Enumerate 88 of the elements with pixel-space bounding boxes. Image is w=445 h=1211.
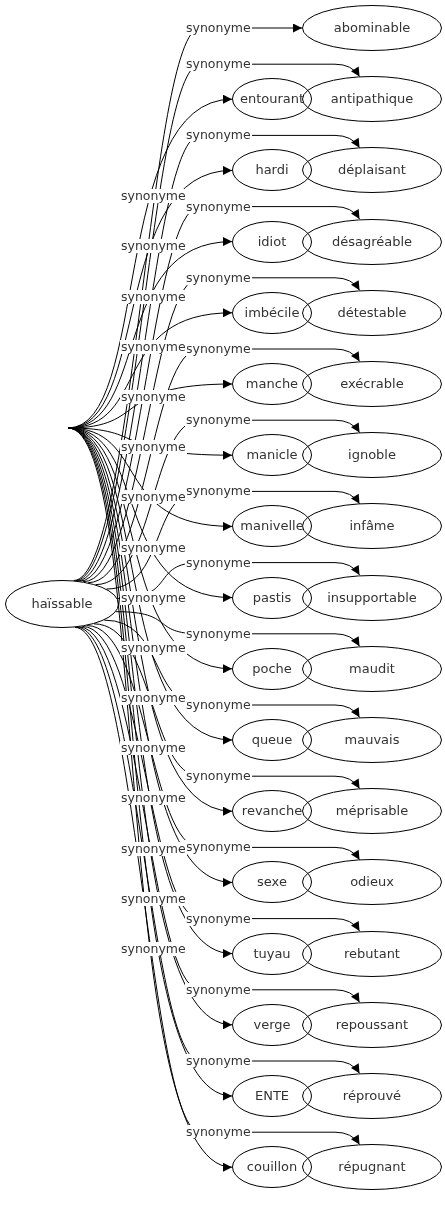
edge-label: synonyme — [185, 911, 252, 926]
node-label: réprouvé — [342, 1088, 402, 1104]
word-ellipse — [232, 220, 312, 263]
word-ellipse — [232, 647, 312, 690]
edge-label: synonyme — [120, 339, 187, 354]
word-ellipse — [302, 503, 442, 550]
node-label: hardi — [255, 162, 289, 179]
node-label: manivelle — [240, 518, 304, 535]
edge-label: synonyme — [120, 941, 187, 956]
word-ellipse — [302, 717, 442, 763]
word-ellipse — [302, 76, 442, 123]
node-label: tuyau — [253, 945, 291, 962]
node-label: haïssable — [31, 596, 93, 612]
edge-label: synonyme — [185, 840, 252, 855]
word-ellipse — [302, 1073, 442, 1119]
edge-label: synonyme — [120, 590, 187, 605]
edge-label: synonyme — [120, 741, 187, 756]
node-label: sexe — [257, 874, 287, 891]
word-ellipse — [232, 1075, 312, 1117]
node-label: queue — [251, 732, 293, 748]
node-label: repoussant — [335, 1016, 409, 1033]
node-label: mauvais — [344, 732, 400, 748]
edge-label: synonyme — [120, 841, 187, 856]
edge-label: synonyme — [185, 982, 252, 997]
word-ellipse — [232, 434, 312, 477]
node-label: méprisable — [335, 803, 409, 820]
node-label: ENTE — [254, 1088, 290, 1104]
word-ellipse — [302, 218, 442, 265]
node-label: rebutant — [344, 945, 400, 962]
node-label: désagréable — [331, 233, 413, 250]
edge-label: synonyme — [120, 289, 187, 304]
node-label: détestable — [337, 304, 407, 321]
word-ellipse — [302, 859, 442, 906]
word-ellipse — [302, 5, 442, 51]
node-label: antipathique — [330, 91, 414, 108]
word-ellipse — [302, 1144, 442, 1191]
word-ellipse — [5, 580, 119, 628]
word-ellipse — [302, 1001, 442, 1048]
edge-label: synonyme — [120, 390, 187, 404]
edge-label: synonyme — [185, 1054, 252, 1068]
node-label: exécrable — [340, 376, 404, 392]
word-ellipse — [302, 289, 442, 336]
edge-label: synonyme — [120, 440, 187, 455]
word-ellipse — [232, 1146, 312, 1189]
node-label: maudit — [349, 660, 395, 677]
node-label: abominable — [333, 20, 411, 36]
node-label: insupportable — [327, 589, 417, 606]
node-label: déplaisant — [338, 162, 406, 179]
edge-label: synonyme — [120, 640, 187, 655]
word-ellipse — [232, 1003, 312, 1046]
node-label: pastis — [252, 589, 292, 606]
node-label: revanche — [241, 803, 303, 820]
word-ellipse — [232, 932, 312, 975]
edge-label: synonyme — [185, 769, 252, 784]
node-label: manicle — [246, 447, 298, 464]
node-label: manche — [245, 376, 299, 392]
edge-label: synonyme — [120, 490, 187, 505]
node-label: poche — [252, 660, 292, 677]
word-ellipse — [232, 719, 312, 761]
word-ellipse — [232, 149, 312, 192]
edge-label: synonyme — [120, 691, 187, 706]
word-ellipse — [302, 645, 442, 692]
word-ellipse — [302, 361, 442, 407]
edge-label: synonyme — [185, 1125, 252, 1140]
edge-label: synonyme — [120, 239, 187, 254]
word-ellipse — [232, 790, 312, 833]
node-label: idiot — [257, 233, 287, 250]
word-ellipse — [232, 505, 312, 548]
edge-label: synonyme — [120, 891, 187, 906]
edge-label: synonyme — [120, 540, 187, 555]
word-ellipse — [302, 788, 442, 835]
word-ellipse — [232, 576, 312, 619]
edge-label: synonyme — [120, 189, 187, 204]
word-ellipse — [302, 147, 442, 194]
word-ellipse — [302, 574, 442, 621]
node-label: odieux — [350, 874, 394, 891]
node-label: répugnant — [338, 1159, 406, 1176]
node-label: couillon — [246, 1159, 298, 1176]
word-ellipse — [232, 861, 312, 904]
edge-label: synonyme — [120, 791, 187, 806]
word-ellipse — [232, 363, 312, 405]
node-label: infâme — [349, 518, 395, 535]
node-label: ignoble — [348, 447, 396, 464]
node-label: imbécile — [244, 304, 300, 321]
word-ellipse — [302, 432, 442, 479]
node-label: verge — [253, 1016, 291, 1033]
word-ellipse — [302, 930, 442, 977]
word-ellipse — [232, 291, 312, 334]
